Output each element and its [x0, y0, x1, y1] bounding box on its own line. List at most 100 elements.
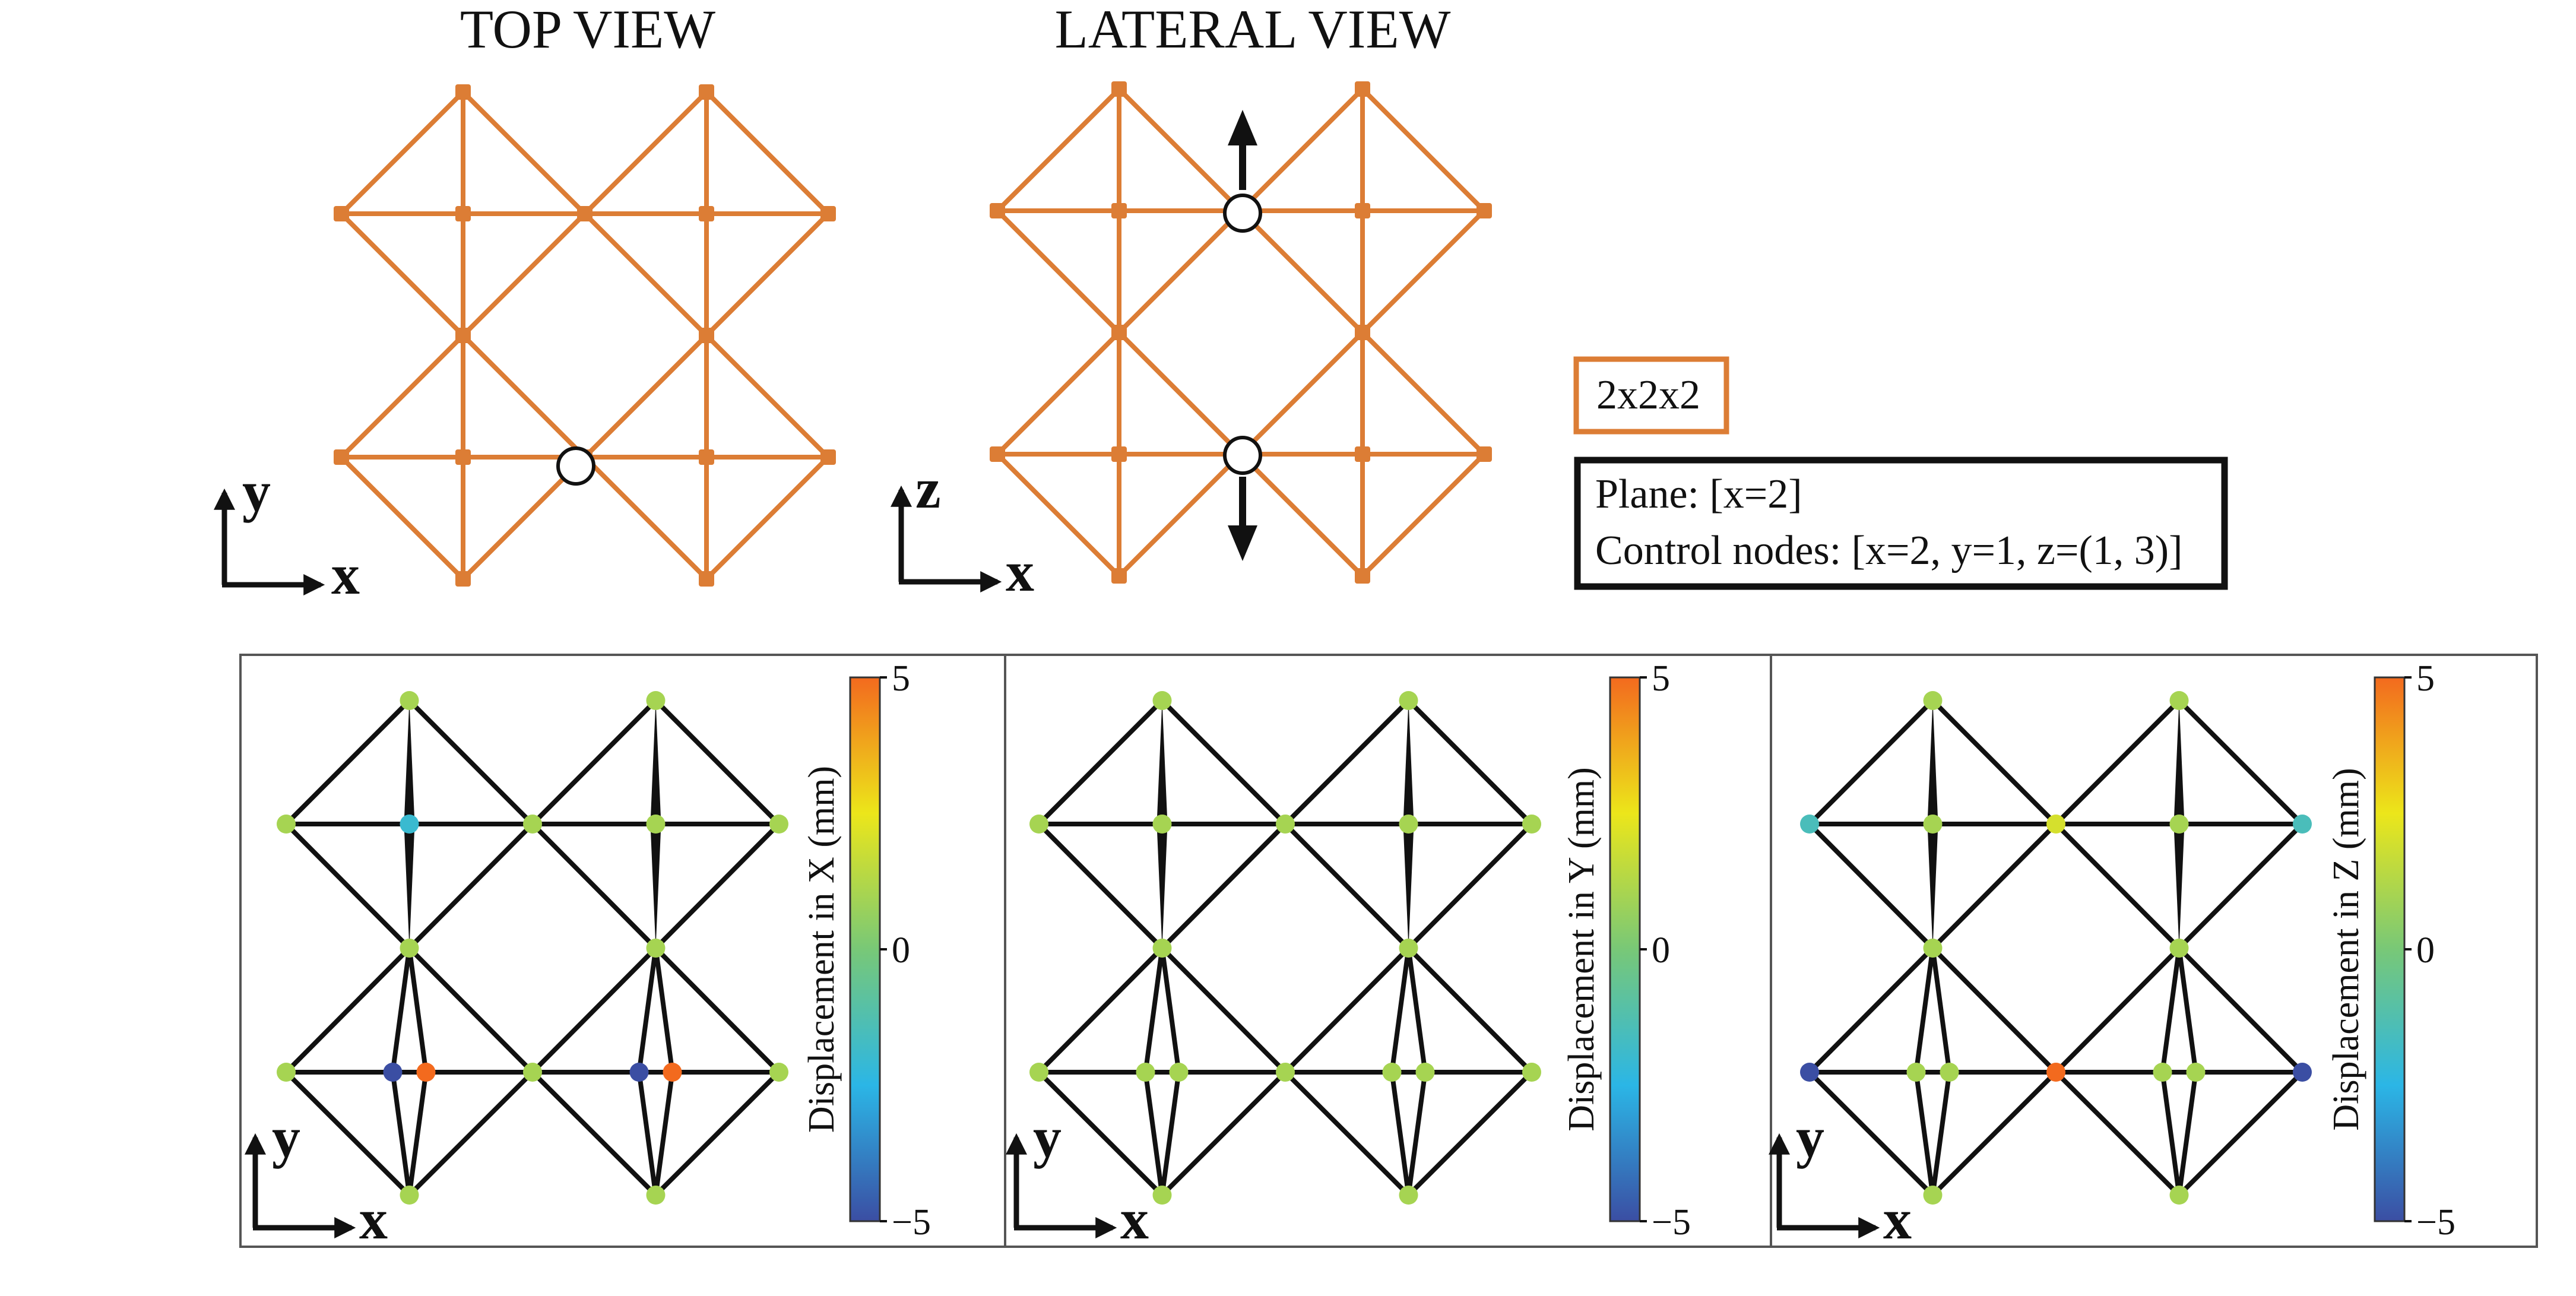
- lattice-beam: [995, 87, 1121, 213]
- lattice-beam: [2054, 1070, 2181, 1197]
- lattice-node: [1355, 81, 1370, 97]
- panel-frame: [1770, 654, 2538, 1248]
- lattice-node: [1522, 1063, 1541, 1082]
- lattice-node: [277, 815, 296, 834]
- lattice-beam: [704, 333, 831, 460]
- lattice-node: [1355, 568, 1370, 584]
- lattice-beam: [1360, 330, 1487, 457]
- lattice-node: [334, 449, 349, 465]
- lattice-node: [663, 1063, 682, 1082]
- lattice-node: [1399, 1186, 1418, 1205]
- axis-label-z: z: [915, 457, 941, 520]
- lattice-beam: [582, 211, 709, 338]
- lattice-node: [1923, 815, 1943, 834]
- lattice-beam: [654, 822, 781, 950]
- lateral-view-lattice: [990, 81, 1492, 584]
- colorbar-tick-label: 5: [892, 658, 910, 699]
- colorbar-label: Displacement in X (mm): [801, 766, 842, 1133]
- lattice-node: [455, 84, 471, 100]
- lattice-node: [2293, 1063, 2312, 1082]
- lattice-beam: [1389, 1072, 1411, 1196]
- lattice-beam: [284, 699, 411, 826]
- lattice-node: [416, 1063, 436, 1082]
- lattice-beam: [531, 1070, 658, 1197]
- lattice-beam: [2054, 822, 2181, 950]
- lattice-node: [2169, 815, 2189, 834]
- lattice-beam: [653, 948, 675, 1073]
- lattice-size-legend: 2x2x2: [1573, 356, 1729, 435]
- colorbar-tick-label: 0: [1652, 930, 1670, 971]
- lattice-node: [2169, 691, 2189, 710]
- lattice-beam: [339, 211, 465, 338]
- lattice-node: [1111, 81, 1127, 97]
- lattice-beam: [995, 330, 1121, 457]
- lattice-beam: [1406, 946, 1533, 1074]
- lattice-beam: [284, 822, 411, 950]
- control-node-marker: [556, 446, 595, 486]
- lattice-node: [1355, 325, 1370, 340]
- lattice-beam: [1159, 948, 1181, 1073]
- lattice-beam: [2160, 948, 2182, 1073]
- lattice-beam: [1037, 946, 1164, 1074]
- lattice-node: [646, 815, 666, 834]
- lattice-beam: [1117, 87, 1243, 213]
- axis-label-x: x: [359, 1187, 388, 1251]
- lattice-beam: [2176, 948, 2198, 1073]
- lattice-beam: [1143, 948, 1165, 1073]
- lattice-beam: [1360, 87, 1487, 213]
- lattice-node: [769, 1063, 788, 1082]
- lattice-node: [1029, 1063, 1048, 1082]
- lattice-beam: [1037, 1070, 1164, 1197]
- control-nodes-label: Control nodes: [x=2, y=1, z=(1, 3)]: [1595, 528, 2182, 573]
- lattice-beam: [1389, 948, 1411, 1073]
- lattice-beam: [390, 1072, 412, 1196]
- lattice-beam: [339, 455, 465, 581]
- control-node-lower-marker: [1223, 436, 1262, 475]
- lattice-beam: [407, 699, 534, 826]
- lattice-beam: [2177, 1070, 2304, 1197]
- top-view-title: TOP VIEW: [460, 0, 715, 59]
- lattice-beam: [636, 948, 658, 1073]
- lattice-node: [400, 939, 419, 958]
- lattice-beam: [1284, 822, 1411, 950]
- lattice-node: [1169, 1063, 1189, 1082]
- lattice-node: [699, 449, 714, 465]
- lattice-beam: [1360, 208, 1487, 335]
- lattice-beam: [704, 455, 831, 581]
- lattice-node: [1415, 1063, 1435, 1082]
- lattice-beam: [1238, 452, 1365, 578]
- colorbar-tick-label: 0: [892, 930, 910, 971]
- lattice-node: [629, 1063, 649, 1082]
- lattice-node: [699, 571, 714, 587]
- lattice-beam: [636, 1072, 658, 1196]
- lattice-beam: [654, 946, 781, 1074]
- axis-label-x: x: [1883, 1187, 1912, 1251]
- lattice-beam: [1160, 946, 1287, 1074]
- lattice-node: [2046, 1063, 2065, 1082]
- lattice-beam: [1238, 330, 1365, 457]
- lattice-beam: [1160, 699, 1287, 826]
- lattice-node: [400, 1186, 419, 1205]
- lattice-node: [820, 449, 836, 465]
- lattice-beam: [1808, 1070, 1935, 1197]
- lattice-beam: [582, 455, 709, 581]
- axis-label-y: y: [1033, 1105, 1062, 1169]
- lattice-beam: [1284, 946, 1411, 1074]
- colorbar: [849, 676, 881, 1222]
- colorbar-tick-label: −5: [2416, 1202, 2455, 1243]
- lattice-beam: [995, 208, 1121, 335]
- colorbar-tick-label: −5: [1652, 1202, 1691, 1243]
- lattice-node: [455, 449, 471, 465]
- colorbar-tick-label: 5: [1652, 658, 1670, 699]
- lattice-beam: [1913, 1072, 1935, 1196]
- lattice-node: [1276, 1063, 1295, 1082]
- lattice-beam: [1037, 699, 1164, 826]
- lattice-beam: [390, 948, 412, 1073]
- lattice-beam: [461, 90, 587, 216]
- lattice-beam: [461, 333, 587, 460]
- axis-label-x: x: [331, 543, 360, 606]
- lattice-node: [1029, 815, 1048, 834]
- lattice-beam: [1284, 1070, 1411, 1197]
- colorbar-tick-label: 0: [2416, 930, 2435, 971]
